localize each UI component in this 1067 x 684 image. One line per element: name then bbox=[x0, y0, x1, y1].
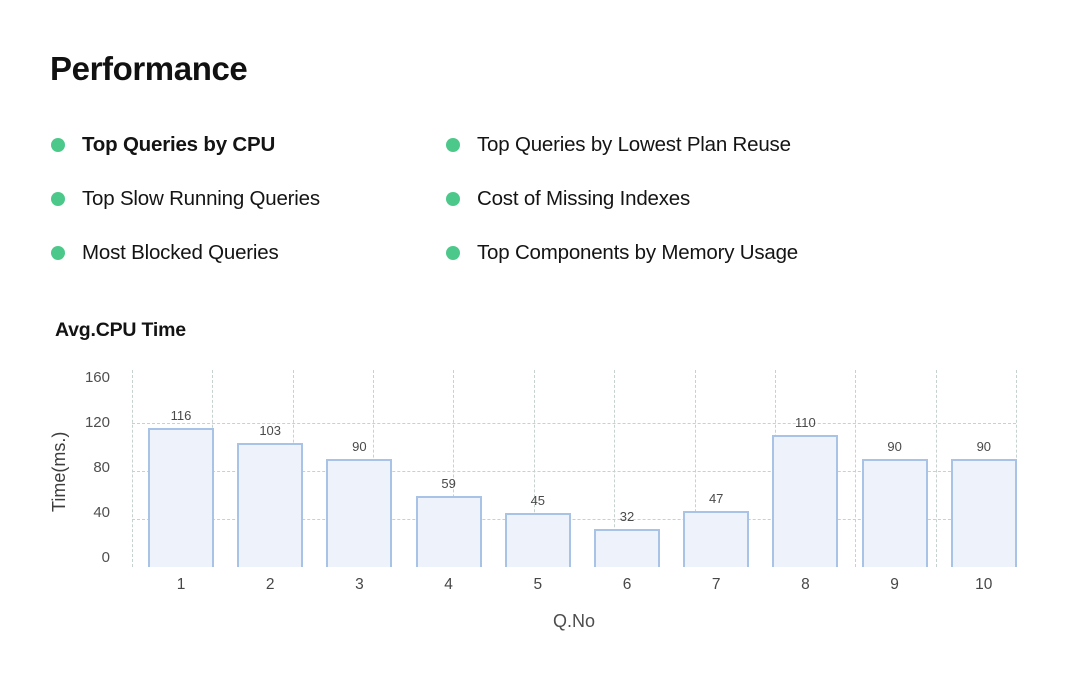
menu-item-cost-of-missing-indexes[interactable]: Cost of Missing Indexes bbox=[446, 185, 798, 213]
vertical-gridline bbox=[614, 370, 616, 567]
bar-value-label: 90 bbox=[976, 439, 992, 454]
menu-item-label: Top Slow Running Queries bbox=[82, 187, 320, 210]
page-title: Performance bbox=[50, 50, 248, 87]
bar-value-label: 90 bbox=[352, 439, 367, 454]
bar-value-label: 116 bbox=[170, 407, 192, 423]
bar-q3[interactable] bbox=[326, 459, 393, 567]
bar-q7[interactable] bbox=[683, 510, 750, 567]
x-tick-label: 1 bbox=[176, 576, 186, 593]
vertical-gridline bbox=[855, 370, 857, 567]
bar-q4[interactable] bbox=[415, 496, 482, 567]
horizontal-gridline bbox=[132, 519, 1016, 520]
bar-q9[interactable] bbox=[861, 459, 928, 567]
bar-q5[interactable] bbox=[504, 513, 571, 567]
x-tick-label: 8 bbox=[801, 576, 810, 593]
horizontal-gridline bbox=[132, 471, 1016, 472]
y-tick-label: 160 bbox=[84, 369, 110, 386]
y-tick-label: 80 bbox=[93, 459, 110, 476]
menu-item-most-blocked-queries[interactable]: Most Blocked Queries bbox=[51, 239, 320, 267]
menu-item-label: Top Components by Memory Usage bbox=[477, 241, 799, 264]
menu-item-label: Top Queries by Lowest Plan Reuse bbox=[477, 133, 791, 156]
bar-q1[interactable] bbox=[148, 427, 214, 567]
vertical-gridline bbox=[935, 370, 937, 567]
x-tick-label: 2 bbox=[265, 576, 275, 593]
bar-value-label: 90 bbox=[887, 439, 902, 454]
vertical-gridline bbox=[694, 370, 696, 567]
vertical-gridline bbox=[533, 370, 535, 567]
x-tick-label: 5 bbox=[533, 576, 543, 593]
bullet-icon bbox=[51, 246, 65, 260]
bullet-icon bbox=[446, 246, 460, 260]
x-tick-label: 3 bbox=[355, 576, 364, 593]
bullet-icon bbox=[51, 138, 65, 152]
bar-q6[interactable] bbox=[594, 528, 660, 567]
y-tick-label: 0 bbox=[101, 549, 110, 566]
bar-value-label: 103 bbox=[259, 423, 282, 439]
chart-title: Avg.CPU Time bbox=[55, 319, 186, 341]
x-tick-label: 10 bbox=[975, 576, 993, 593]
bar-q10[interactable] bbox=[950, 459, 1017, 567]
vertical-gridline bbox=[453, 370, 455, 567]
menu-item-label: Cost of Missing Indexes bbox=[477, 187, 691, 210]
menu-item-top-queries-by-lowest-plan-reuse[interactable]: Top Queries by Lowest Plan Reuse bbox=[446, 131, 798, 159]
menu-item-top-components-by-memory-usage[interactable]: Top Components by Memory Usage bbox=[446, 239, 798, 267]
x-tick-label: 9 bbox=[890, 576, 899, 593]
bullet-icon bbox=[446, 192, 460, 206]
bar-value-label: 45 bbox=[530, 493, 546, 508]
x-tick-label: 7 bbox=[711, 576, 721, 593]
bar-q2[interactable] bbox=[237, 443, 304, 567]
bullet-icon bbox=[51, 192, 65, 206]
y-tick-label: 120 bbox=[84, 414, 110, 431]
horizontal-gridline bbox=[132, 423, 1016, 424]
bar-value-label: 110 bbox=[795, 415, 816, 430]
y-tick-label: 40 bbox=[93, 504, 110, 521]
report-menu-column-left: Top Queries by CPU Top Slow Running Queri… bbox=[51, 131, 320, 293]
x-tick-label: 4 bbox=[444, 576, 453, 593]
bar-value-label: 32 bbox=[619, 508, 635, 524]
menu-item-top-queries-by-cpu[interactable]: Top Queries by CPU bbox=[51, 131, 320, 159]
bar-value-label: 59 bbox=[441, 476, 456, 492]
menu-item-label: Top Queries by CPU bbox=[82, 133, 276, 156]
menu-item-top-slow-running-queries[interactable]: Top Slow Running Queries bbox=[51, 185, 320, 213]
x-tick-label: 6 bbox=[622, 576, 632, 593]
bar-q8[interactable] bbox=[772, 435, 839, 567]
x-axis-title: Q.No bbox=[552, 611, 595, 631]
menu-item-label: Most Blocked Queries bbox=[82, 241, 279, 264]
bar-value-label: 47 bbox=[708, 490, 724, 506]
vertical-gridline bbox=[132, 370, 133, 567]
bullet-icon bbox=[446, 138, 460, 152]
